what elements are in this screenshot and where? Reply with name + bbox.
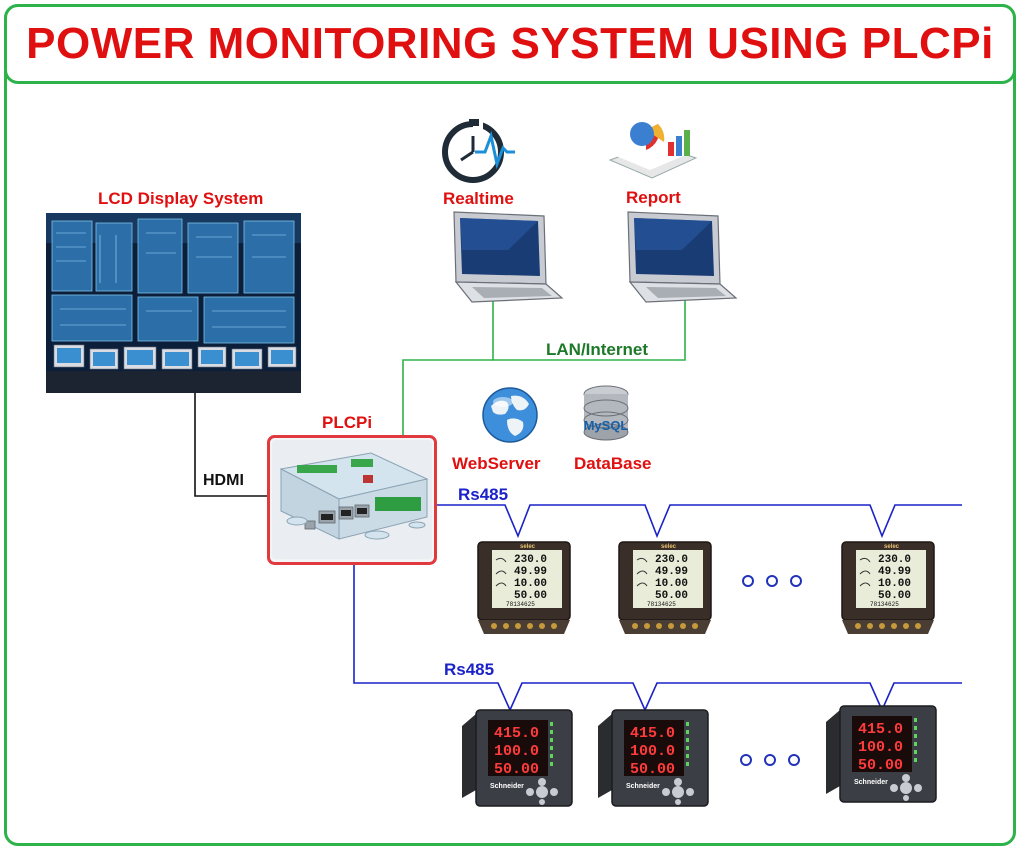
meter-line-3: 10.00 — [655, 578, 688, 590]
rs485-bottom-label: Rs485 — [444, 660, 495, 679]
page-title: POWER MONITORING SYSTEM USING PLCPi — [26, 19, 994, 68]
ellipsis-dot — [740, 754, 752, 766]
ellipsis-dot — [790, 575, 802, 587]
rs485-top-label: Rs485 — [458, 485, 509, 504]
ellipsis-dot — [788, 754, 800, 766]
meter-line-2: 100.0 — [630, 743, 675, 760]
meter-line-1: 415.0 — [630, 725, 675, 742]
meter-line-3: 50.00 — [494, 761, 539, 778]
plcpi-label: PLCPi — [322, 413, 373, 432]
plcpi-device — [267, 435, 437, 565]
meter-line-4: 50.00 — [878, 590, 911, 602]
schneider-meter-1: 415.0 100.0 50.00 Schneider — [462, 709, 573, 807]
lan-drop-wire — [402, 359, 493, 435]
selec-meter-1: 230.0 49.99 10.00 50.00 78134625 selec — [477, 541, 571, 634]
ellipsis-dot — [766, 575, 778, 587]
report-icon — [608, 122, 698, 179]
mysql-logo-text: MySQL — [584, 418, 629, 433]
realtime-laptop — [453, 211, 564, 303]
meter-brand: Schneider — [854, 779, 888, 786]
lcd-display-image — [46, 213, 301, 393]
meter-line-2: 100.0 — [494, 743, 539, 760]
report-label: Report — [626, 188, 681, 207]
realtime-label: Realtime — [443, 189, 514, 208]
lan-wire — [492, 300, 686, 361]
meter-line-2: 100.0 — [858, 739, 903, 756]
title-box: POWER MONITORING SYSTEM USING PLCPi — [4, 4, 1016, 84]
more-meters-bottom — [740, 754, 800, 766]
report-laptop — [627, 211, 738, 303]
schneider-meter-3: 415.0 100.0 50.00 Schneider — [826, 705, 937, 803]
rs485-top-wire — [436, 504, 962, 539]
meter-line-3: 10.00 — [878, 578, 911, 590]
hdmi-wire — [194, 390, 268, 497]
lan-internet-label: LAN/Internet — [546, 340, 648, 359]
meter-line-1: 230.0 — [655, 554, 688, 566]
realtime-icon — [442, 119, 515, 183]
database-icon: MySQL — [583, 385, 629, 441]
meter-footer: 78134625 — [647, 601, 676, 608]
meter-line-3: 50.00 — [858, 757, 903, 774]
meter-brand: selec — [661, 544, 677, 550]
meter-brand: selec — [884, 544, 900, 550]
ellipsis-dot — [764, 754, 776, 766]
meter-line-3: 10.00 — [514, 578, 547, 590]
meter-footer: 78134625 — [870, 601, 899, 608]
meter-line-4: 50.00 — [655, 590, 688, 602]
meter-line-2: 49.99 — [514, 566, 547, 578]
more-meters-top — [742, 575, 802, 587]
globe-icon — [482, 387, 538, 443]
selec-meter-3: 230.0 49.99 10.00 50.00 78134625 selec — [841, 541, 935, 634]
meter-line-1: 415.0 — [494, 725, 539, 742]
hdmi-label: HDMI — [203, 472, 244, 489]
meter-brand: Schneider — [490, 783, 524, 790]
database-label: DataBase — [574, 454, 652, 473]
meter-footer: 78134625 — [506, 601, 535, 608]
meter-line-2: 49.99 — [878, 566, 911, 578]
ellipsis-dot — [742, 575, 754, 587]
meter-line-1: 230.0 — [878, 554, 911, 566]
schneider-meter-2: 415.0 100.0 50.00 Schneider — [598, 709, 709, 807]
meter-line-1: 415.0 — [858, 721, 903, 738]
meter-brand: selec — [520, 544, 536, 550]
meter-line-4: 50.00 — [514, 590, 547, 602]
webserver-label: WebServer — [452, 454, 541, 473]
selec-meter-2: 230.0 49.99 10.00 50.00 78134625 selec — [618, 541, 712, 634]
lcd-display-label: LCD Display System — [98, 189, 264, 208]
meter-line-2: 49.99 — [655, 566, 688, 578]
meter-line-1: 230.0 — [514, 554, 547, 566]
meter-brand: Schneider — [626, 783, 660, 790]
meter-line-3: 50.00 — [630, 761, 675, 778]
